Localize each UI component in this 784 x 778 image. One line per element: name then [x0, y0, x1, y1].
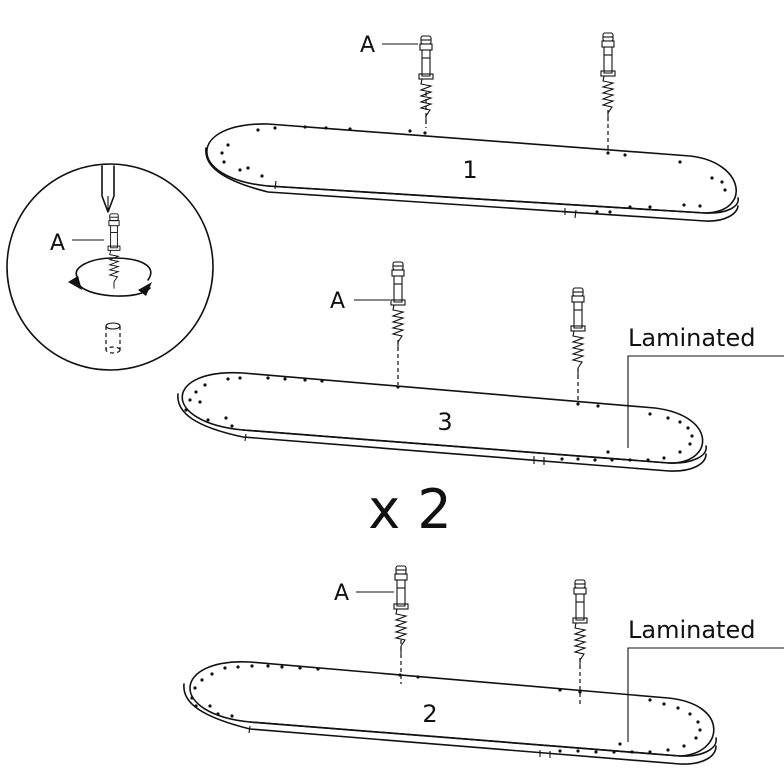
- panel-2-holes: [190, 664, 702, 754]
- cam-bolt-icon: [600, 32, 616, 122]
- cam-bolt-icon: [570, 287, 586, 377]
- laminated-note: Laminated: [628, 616, 755, 644]
- panel-3-cam-label: A: [330, 289, 345, 314]
- laminated-note: Laminated: [628, 324, 755, 352]
- panel-2-number: 2: [422, 700, 437, 728]
- detail-magnifier: A: [6, 163, 214, 371]
- panel-1-cam-label: A: [360, 33, 375, 58]
- panel-1: 1 A: [205, 32, 739, 222]
- panel-2-cam-label: A: [334, 581, 349, 606]
- cam-bolt-icon: [418, 35, 434, 125]
- quantity-multiplier: x 2: [368, 478, 451, 541]
- panel-3: 3 A Laminated: [177, 261, 784, 472]
- panel-2: 2 A Laminated: [183, 565, 784, 765]
- panel-3-number: 3: [437, 408, 452, 436]
- cam-bolt-icon: [390, 261, 406, 351]
- panel-1-number: 1: [462, 156, 477, 184]
- panel-1-holes: [220, 125, 727, 214]
- cam-bolt-icon: [572, 579, 588, 669]
- panel-3-holes: [184, 376, 694, 462]
- detail-cam-label: A: [50, 231, 65, 256]
